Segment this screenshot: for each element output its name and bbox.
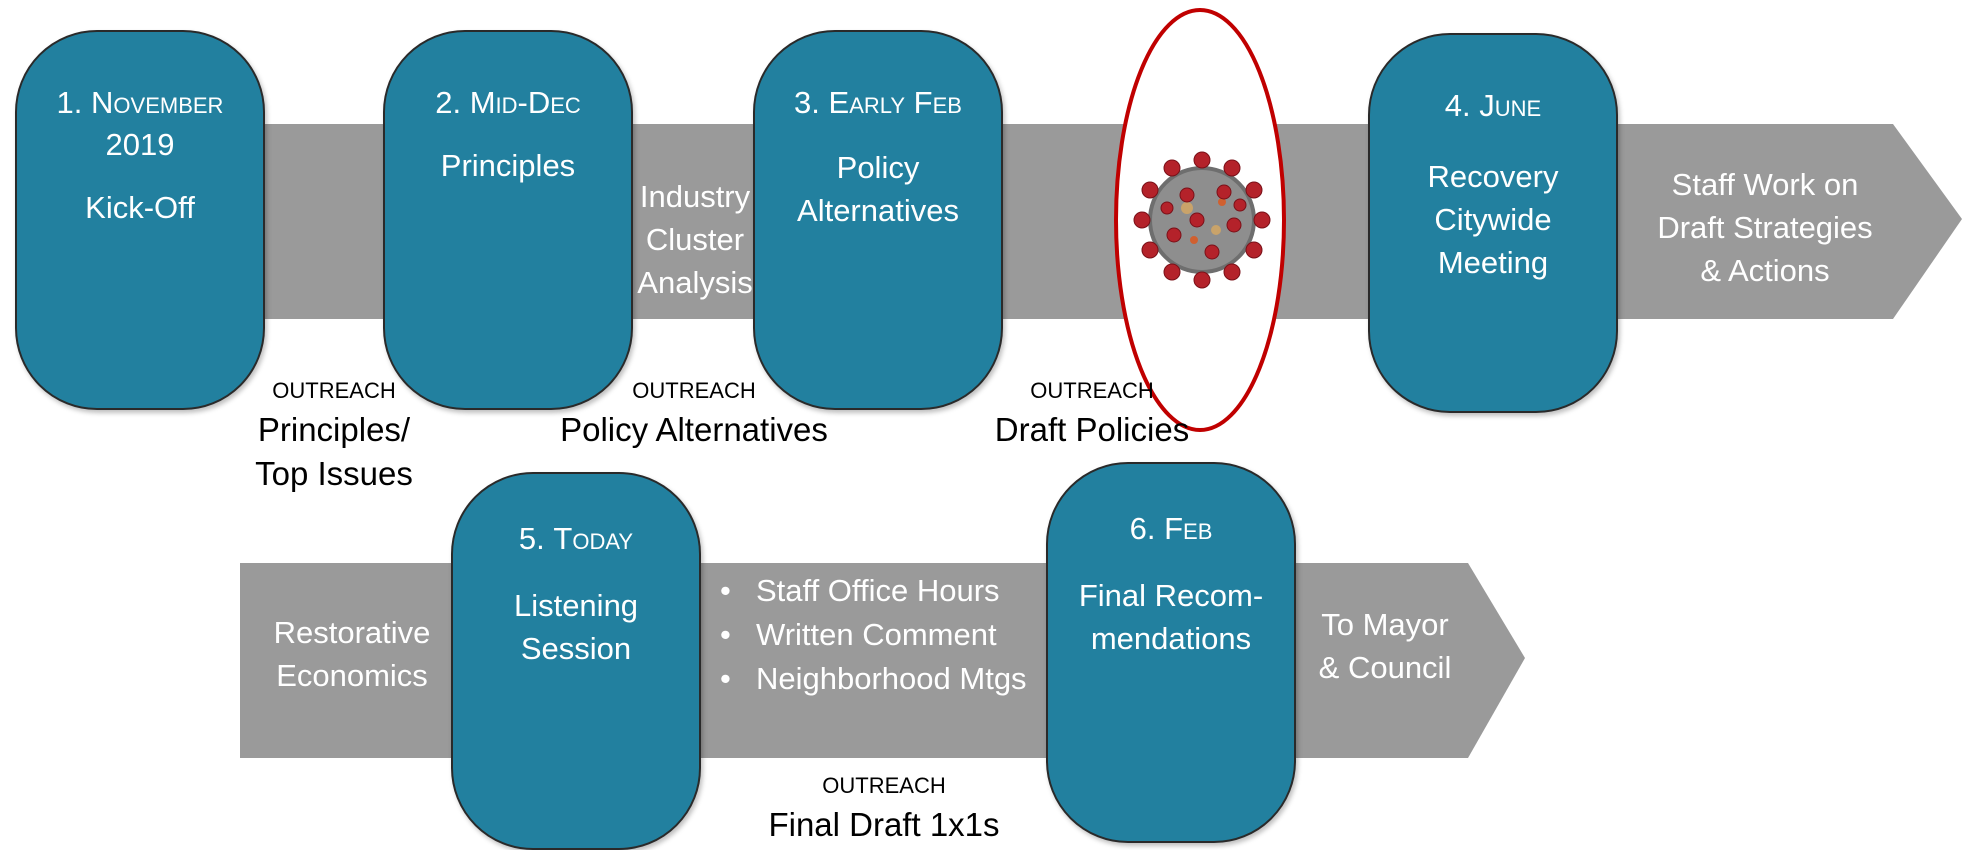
list-item: Staff Office Hours xyxy=(720,569,1027,613)
step-3-early-feb: 3. Early Feb Policy Alternatives xyxy=(753,30,1003,410)
restorative-economics-text: Restorative Economics xyxy=(273,615,431,693)
coronavirus-icon xyxy=(1114,8,1286,432)
industry-cluster-analysis-text: Industry Cluster Analysis xyxy=(637,179,753,300)
step-2-mid-dec: 2. Mid-Dec Principles xyxy=(383,30,633,410)
list-item: Written Comment xyxy=(720,613,1027,657)
staff-work-text: Staff Work on Draft Strategies & Actions xyxy=(1657,167,1873,288)
outreach-draft-policies-text: Draft Policies xyxy=(994,411,1190,448)
outreach-final-draft-text: Final Draft 1x1s xyxy=(768,806,1000,843)
step-1-november: 1. November 2019 Kick-Off xyxy=(15,30,265,410)
step-6-feb: 6. Feb Final Recom- mendations xyxy=(1046,462,1296,843)
outreach-label-2: OUTREACH xyxy=(632,378,756,403)
outreach-principles-text: Principles/ Top Issues xyxy=(255,411,413,492)
step-4-june: 4. June Recovery Citywide Meeting xyxy=(1368,33,1618,413)
to-mayor-council-text: To Mayor & Council xyxy=(1318,607,1452,685)
outreach-label-1: OUTREACH xyxy=(272,378,396,403)
outreach-bullet-list: Staff Office Hours Written Comment Neigh… xyxy=(720,569,1027,701)
list-item: Neighborhood Mtgs xyxy=(720,657,1027,701)
outreach-label-3: OUTREACH xyxy=(1030,378,1154,403)
step-5-today: 5. Today Listening Session xyxy=(451,472,701,850)
outreach-label-4: OUTREACH xyxy=(822,773,946,798)
outreach-policy-alternatives-text: Policy Alternatives xyxy=(560,411,828,448)
